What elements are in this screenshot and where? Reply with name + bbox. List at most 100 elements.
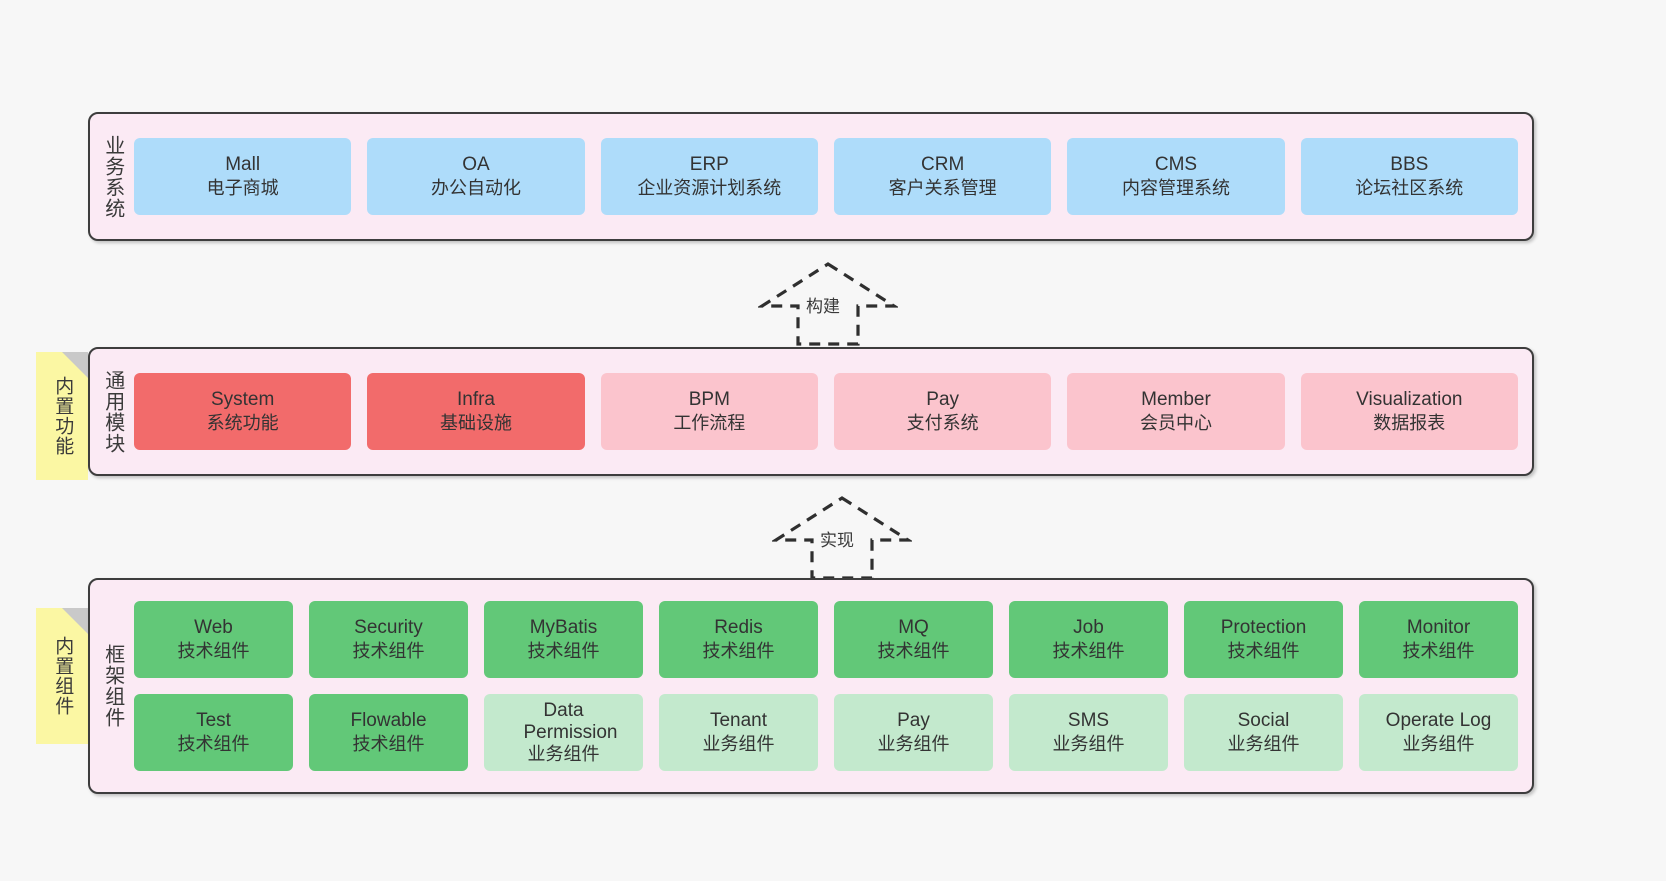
connector-build: 构建 [758,258,898,346]
layer-business-systems: 业务系统 Mall 电子商城 OA 办公自动化 ERP 企业资源计划系统 CRM… [88,112,1534,241]
node-subtitle: 办公自动化 [430,178,521,199]
node-infra[interactable]: Infra 基础设施 [367,373,585,450]
node-test[interactable]: Test 技术组件 [134,694,293,771]
node-subtitle: 业务组件 [877,734,950,755]
node-erp[interactable]: ERP 企业资源计划系统 [600,138,818,215]
node-flowable[interactable]: Flowable 技术组件 [309,694,468,771]
node-title: BPM [688,388,730,410]
node-title: Job [1073,616,1104,638]
node-title: Member [1141,388,1211,410]
node-title: Tenant [709,709,768,731]
node-title: Infra [456,388,495,410]
node-row: Web 技术组件 Security 技术组件 MyBatis 技术组件 Redi… [134,601,1518,678]
node-sms[interactable]: SMS 业务组件 [1009,694,1168,771]
layer-body-business-systems: Mall 电子商城 OA 办公自动化 ERP 企业资源计划系统 CRM 客户关系… [134,114,1532,239]
node-system[interactable]: System 系统功能 [134,373,352,450]
node-title: Redis [714,616,763,638]
node-title: SMS [1067,709,1110,731]
node-subtitle: 业务组件 [1402,734,1475,755]
node-subtitle: 技术组件 [702,641,775,662]
node-subtitle: 基础设施 [439,413,512,434]
node-mall[interactable]: Mall 电子商城 [134,138,352,215]
node-pay-component[interactable]: Pay 业务组件 [834,694,993,771]
node-title: Data Permission [523,700,618,744]
node-subtitle: 业务组件 [1227,734,1300,755]
node-row: System 系统功能 Infra 基础设施 BPM 工作流程 Pay 支付系统… [134,373,1518,450]
sticky-note-builtin-components: 内置组件 [36,608,88,744]
node-title: CRM [921,153,965,175]
connector-build-label: 构建 [804,292,842,317]
layer-body-framework-components: Web 技术组件 Security 技术组件 MyBatis 技术组件 Redi… [134,580,1532,792]
node-mybatis[interactable]: MyBatis 技术组件 [484,601,643,678]
node-subtitle: 技术组件 [352,734,425,755]
node-subtitle: 技术组件 [1227,641,1300,662]
sticky-note-label: 内置组件 [52,636,74,716]
node-subtitle: 论坛社区系统 [1355,178,1464,199]
node-protection[interactable]: Protection 技术组件 [1184,601,1343,678]
node-title: ERP [689,153,729,175]
node-title: Monitor [1406,616,1471,638]
layer-title-framework-components: 框架组件 [101,644,124,728]
node-subtitle: 内容管理系统 [1121,178,1230,199]
node-subtitle: 技术组件 [1052,641,1125,662]
layer-title-common-modules: 通用模块 [101,369,124,454]
node-title: Flowable [350,709,427,731]
connector-implement-label: 实现 [818,526,856,551]
node-mq[interactable]: MQ 技术组件 [834,601,993,678]
node-title: Pay [897,709,930,731]
node-title: MyBatis [529,616,598,638]
node-title: Web [194,616,233,638]
node-subtitle: 会员中心 [1139,413,1212,434]
node-subtitle: 企业资源计划系统 [637,178,782,199]
node-job[interactable]: Job 技术组件 [1009,601,1168,678]
node-title: Operate Log [1385,709,1492,731]
node-title: Social [1237,709,1290,731]
node-oa[interactable]: OA 办公自动化 [367,138,585,215]
node-title: MQ [898,616,929,638]
node-subtitle: 业务组件 [702,734,775,755]
node-title: Security [354,616,423,638]
node-subtitle: 工作流程 [673,413,746,434]
node-subtitle: 技术组件 [877,641,950,662]
node-social[interactable]: Social 业务组件 [1184,694,1343,771]
node-member[interactable]: Member 会员中心 [1067,373,1285,450]
node-web[interactable]: Web 技术组件 [134,601,293,678]
node-bbs[interactable]: BBS 论坛社区系统 [1300,138,1518,215]
node-subtitle: 技术组件 [177,641,250,662]
node-crm[interactable]: CRM 客户关系管理 [833,138,1052,215]
node-tenant[interactable]: Tenant 业务组件 [659,694,818,771]
node-redis[interactable]: Redis 技术组件 [659,601,818,678]
folded-corner-icon [62,352,88,378]
node-subtitle: 系统功能 [206,413,279,434]
node-cms[interactable]: CMS 内容管理系统 [1067,138,1285,215]
node-operate-log[interactable]: Operate Log 业务组件 [1359,694,1518,771]
node-data-permission[interactable]: Data Permission 业务组件 [484,694,643,771]
node-title: System [210,388,275,410]
node-visualization[interactable]: Visualization 数据报表 [1300,373,1518,450]
layer-body-common-modules: System 系统功能 Infra 基础设施 BPM 工作流程 Pay 支付系统… [134,349,1532,474]
sticky-note-label: 内置功能 [52,376,74,456]
node-subtitle: 支付系统 [906,413,979,434]
connector-implement: 实现 [772,492,912,580]
node-title: BBS [1390,153,1429,175]
node-title: Visualization [1356,388,1463,410]
layer-framework-components: 框架组件 Web 技术组件 Security 技术组件 MyBatis 技术组件… [88,578,1534,794]
node-subtitle: 技术组件 [527,641,600,662]
node-subtitle: 技术组件 [352,641,425,662]
node-subtitle: 业务组件 [527,744,600,765]
node-monitor[interactable]: Monitor 技术组件 [1359,601,1518,678]
node-row: Mall 电子商城 OA 办公自动化 ERP 企业资源计划系统 CRM 客户关系… [134,138,1518,215]
node-subtitle: 数据报表 [1373,413,1446,434]
node-subtitle: 业务组件 [1052,734,1125,755]
node-security[interactable]: Security 技术组件 [309,601,468,678]
node-title: CMS [1154,153,1198,175]
node-subtitle: 客户关系管理 [888,178,997,199]
node-row: Test 技术组件 Flowable 技术组件 Data Permission … [134,694,1518,771]
node-title: Test [196,709,231,731]
node-title: Protection [1220,616,1307,638]
node-title: OA [462,153,490,175]
node-bpm[interactable]: BPM 工作流程 [600,373,818,450]
folded-corner-icon [62,608,88,634]
node-pay[interactable]: Pay 支付系统 [833,373,1052,450]
